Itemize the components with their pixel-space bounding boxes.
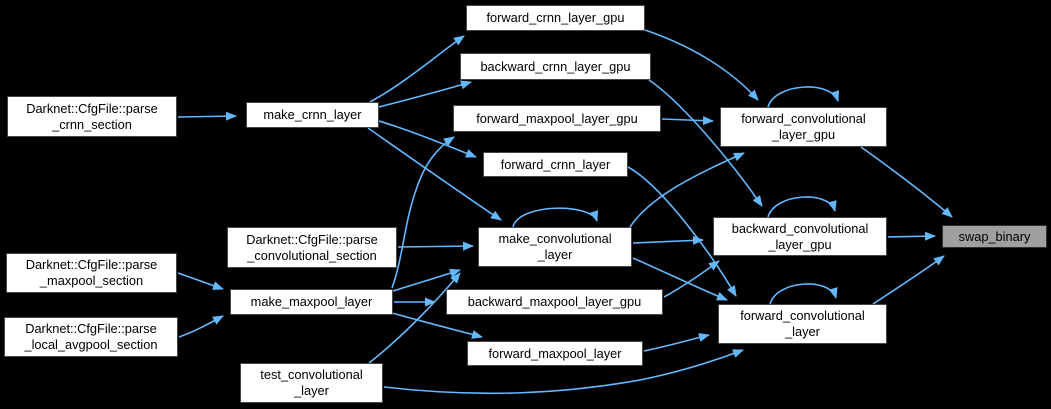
node-label: Darknet::CfgFile::parse — [246, 231, 378, 247]
node-label: Darknet::CfgFile::parse — [26, 100, 158, 116]
edge-make-crnn-to-forward-crnn — [378, 120, 477, 158]
edge-make-conv-to-forward-conv — [632, 257, 728, 301]
node-backward-crnn-layer-gpu[interactable]: backward_crnn_layer_gpu — [460, 53, 651, 80]
node-label: backward_crnn_layer_gpu — [480, 58, 631, 74]
node-label: forward_maxpool_layer — [488, 345, 622, 361]
node-label: backward_convolutional — [731, 220, 869, 236]
node-forward-maxpool-layer[interactable]: forward_maxpool_layer — [467, 341, 643, 366]
node-label: swap_binary — [958, 228, 1031, 244]
edge-backward-conv-gpu-self-loop — [767, 196, 837, 218]
node-forward-crnn-layer-gpu[interactable]: forward_crnn_layer_gpu — [466, 5, 645, 31]
edge-forward-crnn-gpu-to-forward-conv-gpu — [644, 29, 759, 101]
node-forward-crnn-layer[interactable]: forward_crnn_layer — [483, 152, 628, 177]
node-make-convolutional-layer[interactable]: make_convolutional _layer — [478, 227, 632, 267]
edge-backward-maxpool-gpu-to-backward-conv-gpu — [663, 260, 720, 298]
node-forward-convolutional-layer[interactable]: forward_convolutional _layer — [718, 304, 887, 344]
node-label: _maxpool_section — [39, 273, 144, 288]
node-label: make_crnn_layer — [263, 107, 362, 122]
edge-make-crnn-to-make-conv — [367, 127, 502, 221]
edge-forward-maxpool-gpu-to-forward-conv-gpu — [661, 116, 714, 126]
node-label: Darknet::CfgFile::parse — [25, 257, 158, 272]
node-label: _layer_gpu — [771, 127, 836, 142]
node-forward-convolutional-layer-gpu[interactable]: forward_convolutional _layer_gpu — [720, 107, 887, 147]
node-label: forward_convolutional — [740, 308, 865, 323]
node-label: forward_crnn_layer — [500, 156, 611, 172]
node-label: _local_avgpool_section — [24, 337, 158, 352]
node-make-maxpool-layer[interactable]: make_maxpool_layer — [230, 289, 393, 315]
node-label: _convolutional_section — [247, 247, 377, 263]
edge-make-conv-to-forward-conv-gpu — [629, 152, 745, 228]
edge-test-conv-to-forward-conv — [383, 349, 744, 395]
node-parse-maxpool-section[interactable]: Darknet::CfgFile::parse _maxpool_section — [6, 253, 177, 293]
node-label: _layer_gpu — [768, 236, 832, 252]
node-label: _layer — [294, 383, 329, 398]
edge-make-conv-to-backward-conv-gpu — [632, 235, 704, 245]
edge-forward-conv-gpu-to-swap-binary — [860, 146, 953, 218]
edge-forward-maxpool-to-forward-conv — [643, 333, 710, 352]
node-label: _layer — [537, 247, 573, 262]
node-label: test_convolutional — [260, 367, 363, 382]
node-test-convolutional-layer[interactable]: test_convolutional _layer — [240, 363, 383, 403]
edge-parse-conv-to-make-conv — [397, 241, 474, 251]
node-swap-binary: swap_binary — [942, 225, 1047, 248]
node-label: forward_maxpool_layer_gpu — [476, 110, 638, 126]
node-label: make_maxpool_layer — [250, 294, 373, 309]
edge-make-maxpool-to-make-conv — [392, 268, 461, 292]
node-label: make_convolutional — [498, 231, 612, 246]
node-label: forward_convolutional — [741, 111, 866, 126]
node-backward-maxpool-layer-gpu[interactable]: backward_maxpool_layer_gpu — [446, 289, 663, 315]
node-make-crnn-layer[interactable]: make_crnn_layer — [246, 102, 379, 128]
edge-make-maxpool-to-forward-maxpool-gpu — [391, 136, 455, 289]
edge-make-conv-self-loop — [512, 207, 599, 228]
edge-forward-conv-to-swap-binary — [872, 255, 945, 305]
node-label: Darknet::CfgFile::parse — [25, 321, 157, 336]
edge-forward-conv-self-loop — [769, 283, 838, 305]
edge-backward-conv-gpu-to-swap-binary — [887, 231, 936, 241]
node-label: forward_crnn_layer_gpu — [486, 10, 625, 25]
edge-parse-maxpool-to-make-maxpool — [177, 272, 224, 290]
node-forward-maxpool-layer-gpu[interactable]: forward_maxpool_layer_gpu — [453, 105, 661, 132]
node-label: backward_maxpool_layer_gpu — [467, 294, 642, 309]
node-parse-local-avgpool-section[interactable]: Darknet::CfgFile::parse _local_avgpool_s… — [4, 317, 178, 357]
node-label: _layer — [785, 324, 820, 339]
edge-make-crnn-to-backward-crnn-gpu — [378, 80, 472, 108]
edge-forward-conv-gpu-self-loop — [767, 86, 840, 108]
edge-make-maxpool-to-forward-maxpool — [391, 312, 483, 339]
node-parse-crnn-section[interactable]: Darknet::CfgFile::parse _crnn_section — [7, 96, 177, 137]
edge-parse-avgpool-to-make-maxpool — [178, 315, 224, 338]
edge-test-conv-to-make-conv — [368, 272, 461, 364]
node-label: _crnn_section — [52, 116, 132, 132]
edge-parse-crnn-to-make-crnn — [177, 111, 237, 121]
edge-backward-crnn-gpu-to-backward-conv-gpu — [648, 79, 763, 207]
node-backward-convolutional-layer-gpu[interactable]: backward_convolutional _layer_gpu — [713, 217, 887, 256]
edge-forward-crnn-to-forward-conv — [627, 166, 737, 297]
node-parse-convolutional-section[interactable]: Darknet::CfgFile::parse _convolutional_s… — [227, 227, 397, 268]
edge-make-crnn-to-forward-crnn-gpu — [369, 35, 465, 103]
